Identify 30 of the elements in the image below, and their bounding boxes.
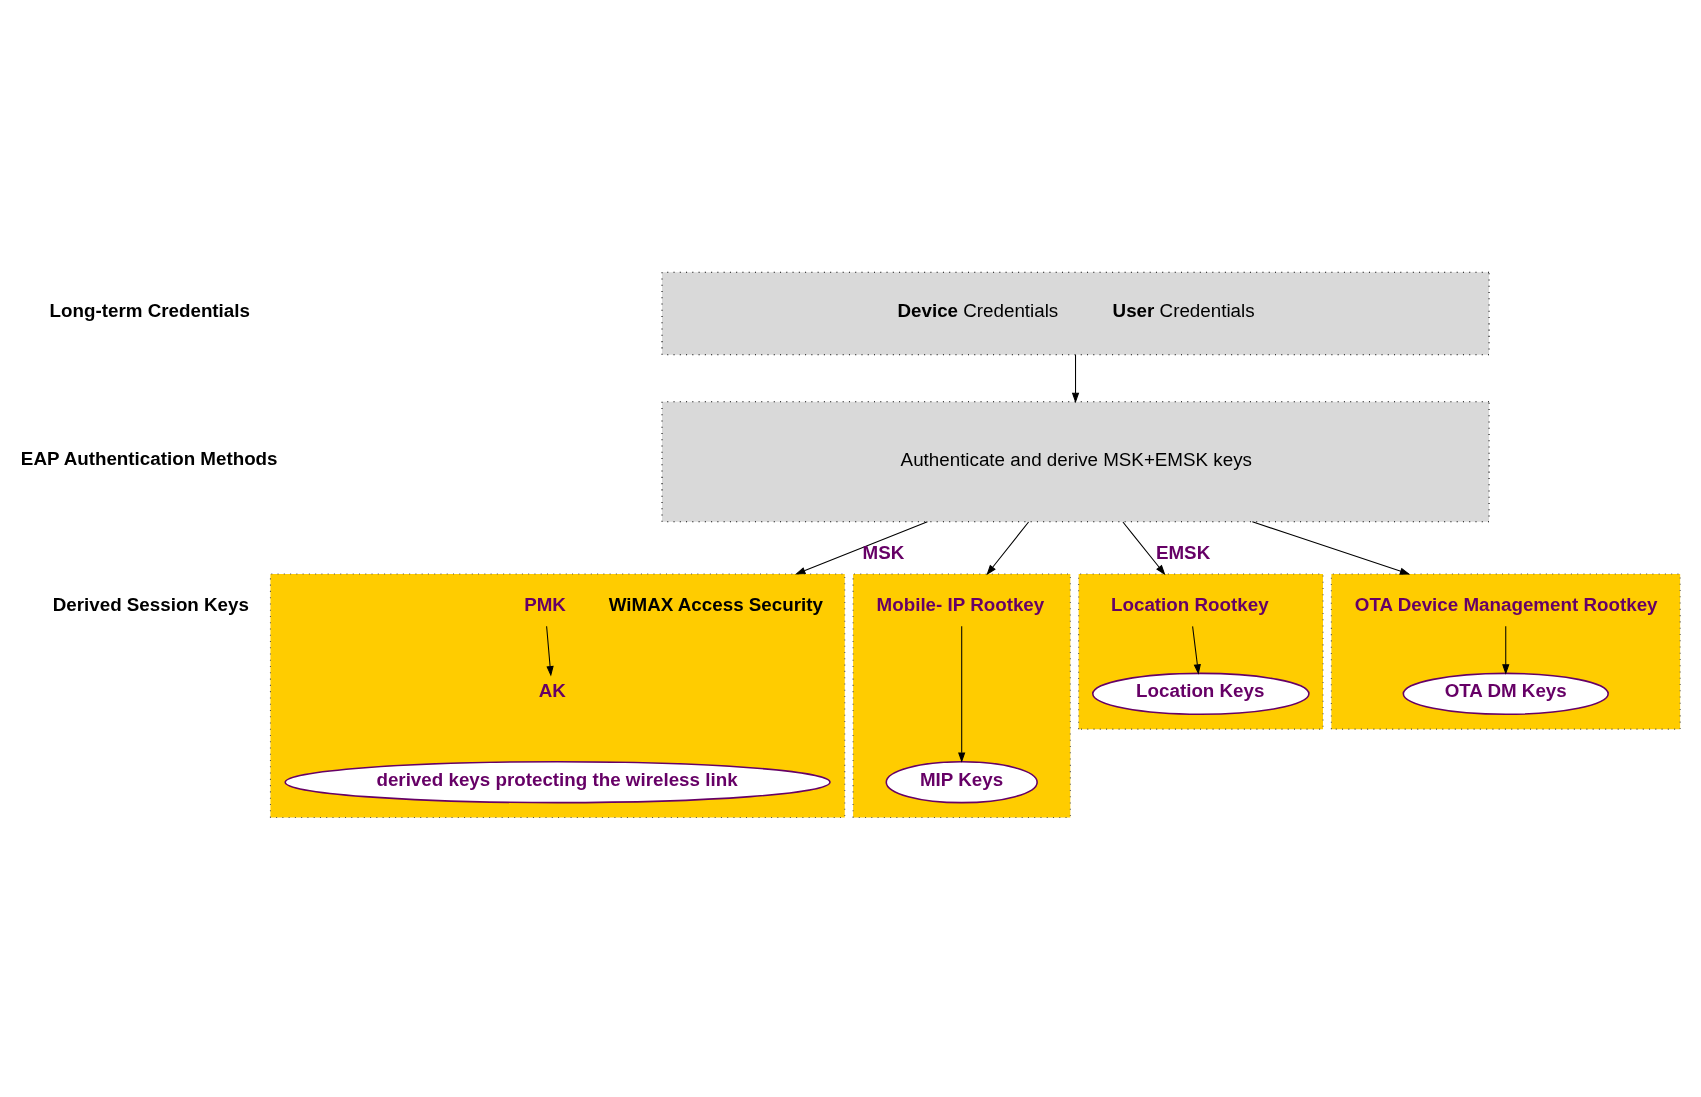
cluster — [852, 572, 1071, 818]
arrow — [1122, 520, 1166, 575]
node-box: Device Credentials User Credentials — [661, 271, 1490, 355]
node-ellipse: Location Keys — [1092, 672, 1310, 715]
node-text: Location Rootkey — [1111, 593, 1269, 615]
node-ellipse: derived keys protecting the wireless link — [284, 760, 831, 803]
node-text: OTA Device Management Rootkey — [1354, 593, 1658, 615]
cluster — [269, 572, 846, 818]
arrow — [1502, 625, 1510, 675]
arrow — [795, 520, 928, 575]
node-ellipse: OTA DM Keys — [1402, 672, 1609, 715]
arrow — [986, 520, 1030, 575]
edge-label: EMSK — [1155, 541, 1211, 563]
label: EAP Authentication Methods — [20, 447, 278, 469]
label: Derived Session Keys — [52, 593, 249, 615]
arrow — [958, 625, 966, 763]
arrow — [1071, 353, 1080, 403]
arrow — [1192, 625, 1201, 675]
node-text: PMK — [524, 593, 566, 615]
node-text: WiMAX Access Security — [608, 593, 823, 615]
node-text: AK — [538, 679, 566, 701]
arrow — [546, 625, 554, 676]
arrow — [1251, 520, 1411, 575]
node-text: Mobile- IP Rootkey — [876, 593, 1045, 615]
cluster — [1330, 572, 1681, 730]
node-ellipse: MIP Keys — [885, 760, 1038, 803]
node-box: Authenticate and derive MSK+EMSK keys — [661, 400, 1490, 522]
edge-label: MSK — [862, 541, 905, 563]
label: Long-term Credentials — [49, 299, 250, 321]
cluster — [1078, 572, 1324, 730]
